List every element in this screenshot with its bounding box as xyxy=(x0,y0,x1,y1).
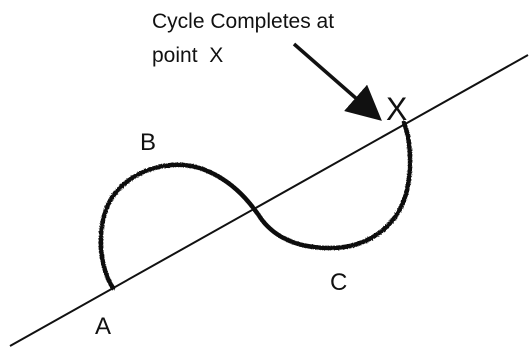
point-label-a: A xyxy=(95,313,111,340)
point-label-c: C xyxy=(330,269,347,296)
cycle-curve xyxy=(98,120,413,291)
point-label-b: B xyxy=(140,129,156,156)
annotation-line-1: Cycle Completes at xyxy=(152,10,334,33)
point-label-x: X xyxy=(386,91,407,127)
annotation-line-2: point X xyxy=(152,44,223,67)
axis-line xyxy=(9,54,529,347)
annotation-arrow xyxy=(292,42,382,121)
